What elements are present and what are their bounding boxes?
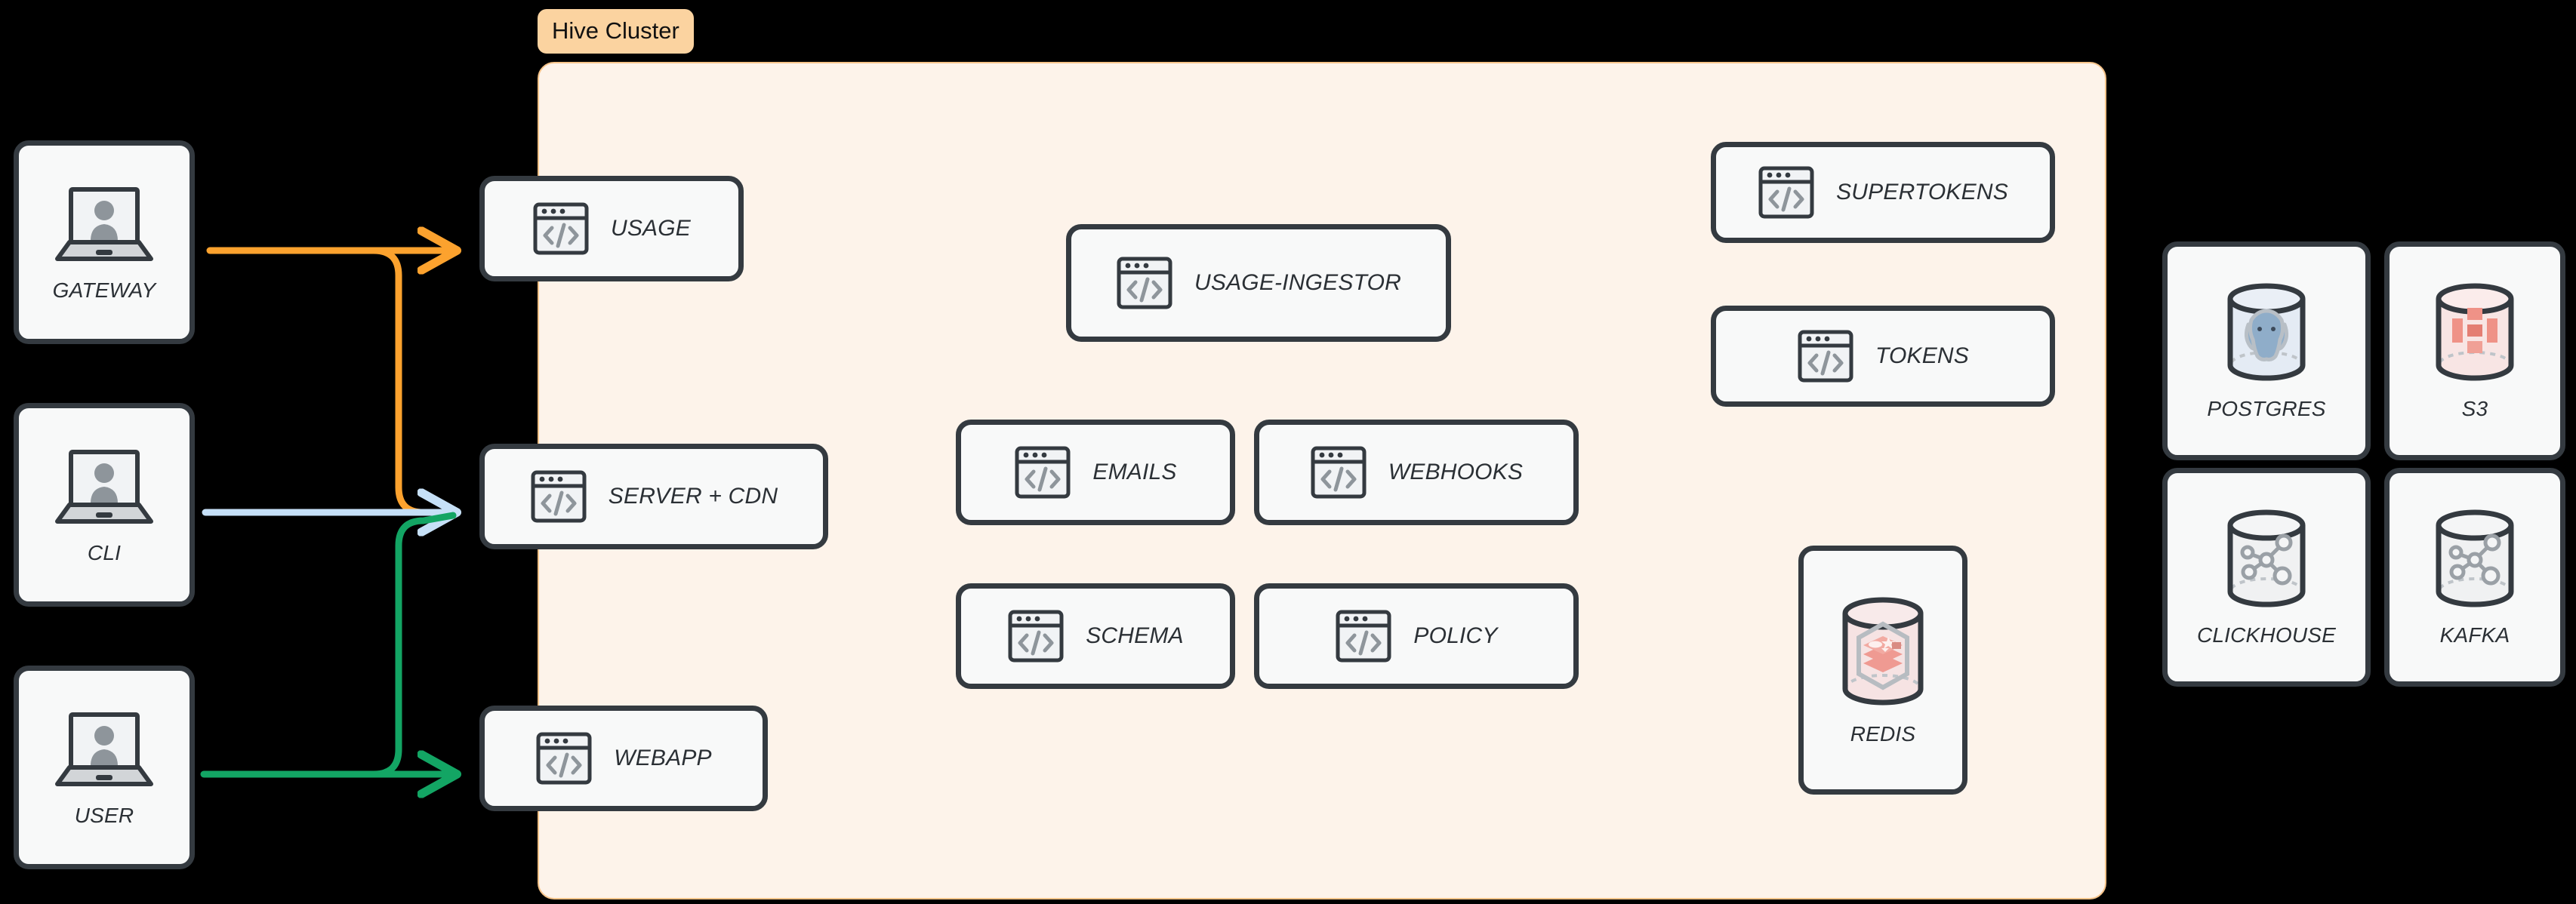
- edge-user-to-server-cdn: [370, 512, 457, 778]
- laptop-user-icon: [54, 444, 154, 527]
- database-s3-icon: [2429, 281, 2521, 383]
- service-node-usage-ingestor[interactable]: USAGE-INGESTOR: [1066, 224, 1451, 342]
- service-label: EMAILS: [1092, 460, 1177, 484]
- datastore-node-clickhouse[interactable]: CLICKHOUSE: [2162, 468, 2371, 687]
- service-node-usage[interactable]: USAGE: [479, 176, 744, 281]
- client-node-user[interactable]: USER: [14, 666, 195, 869]
- service-node-server-cdn[interactable]: SERVER + CDN: [479, 444, 828, 549]
- database-redis-icon: [1835, 594, 1931, 709]
- service-node-tokens[interactable]: TOKENS: [1711, 306, 2055, 407]
- service-label: USAGE: [610, 216, 692, 241]
- client-label: USER: [74, 804, 134, 827]
- service-label: USAGE-INGESTOR: [1194, 270, 1401, 295]
- laptop-user-icon: [54, 707, 154, 790]
- datastore-label: CLICKHOUSE: [2196, 623, 2337, 647]
- code-window-icon: [530, 468, 587, 525]
- client-node-cli[interactable]: CLI: [14, 403, 195, 607]
- code-window-icon: [535, 730, 593, 787]
- datastore-node-redis[interactable]: REDIS: [1798, 546, 1967, 795]
- edge-gateway-to-server-cdn: [370, 247, 457, 516]
- datastore-label: KAFKA: [2439, 623, 2510, 647]
- datastore-node-kafka[interactable]: KAFKA: [2384, 468, 2565, 687]
- datastore-label: POSTGRES: [2207, 397, 2326, 420]
- client-label: GATEWAY: [52, 278, 156, 302]
- service-label: SUPERTOKENS: [1836, 180, 2008, 204]
- service-label: WEBHOOKS: [1388, 460, 1524, 484]
- code-window-icon: [1116, 254, 1173, 312]
- service-label: SCHEMA: [1086, 623, 1184, 648]
- service-node-policy[interactable]: POLICY: [1254, 583, 1579, 689]
- client-label: CLI: [87, 541, 122, 564]
- service-label: POLICY: [1413, 623, 1498, 648]
- database-postgres-icon: [2220, 281, 2313, 383]
- datastore-node-postgres[interactable]: POSTGRES: [2162, 241, 2371, 460]
- service-node-emails[interactable]: EMAILS: [956, 420, 1235, 525]
- database-clickhouse-icon: [2220, 507, 2313, 610]
- code-window-icon: [1310, 444, 1367, 501]
- datastore-label: S3: [2461, 397, 2488, 420]
- database-kafka-icon: [2429, 507, 2521, 610]
- service-node-schema[interactable]: SCHEMA: [956, 583, 1235, 689]
- code-window-icon: [532, 200, 590, 257]
- service-node-supertokens[interactable]: SUPERTOKENS: [1711, 142, 2055, 243]
- service-label: WEBAPP: [614, 746, 712, 770]
- code-window-icon: [1335, 607, 1392, 665]
- client-node-gateway[interactable]: GATEWAY: [14, 140, 195, 344]
- datastore-node-s3[interactable]: S3: [2384, 241, 2565, 460]
- code-window-icon: [1797, 327, 1854, 385]
- laptop-user-icon: [54, 182, 154, 265]
- service-label: SERVER + CDN: [608, 484, 778, 509]
- datastore-label: REDIS: [1850, 722, 1916, 746]
- service-label: TOKENS: [1875, 343, 1969, 368]
- code-window-icon: [1007, 607, 1065, 665]
- hive-cluster-label: Hive Cluster: [538, 9, 694, 54]
- service-node-webapp[interactable]: WEBAPP: [479, 706, 768, 811]
- service-node-webhooks[interactable]: WEBHOOKS: [1254, 420, 1579, 525]
- code-window-icon: [1758, 164, 1815, 221]
- code-window-icon: [1014, 444, 1071, 501]
